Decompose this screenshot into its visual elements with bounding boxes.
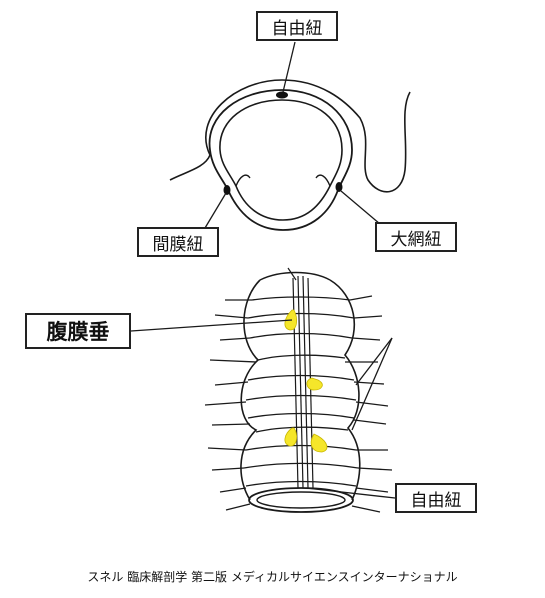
colon-lumen-inner	[256, 491, 346, 509]
leader-lower-tenia	[305, 487, 396, 499]
label-mesocolic-tenia: 間膜紐	[137, 227, 219, 257]
colon-wall-outer	[208, 89, 353, 231]
peritoneum-outer-line	[169, 79, 411, 193]
haustra-dimple-left	[235, 174, 251, 187]
label-free-tenia-top: 自由紐	[256, 11, 338, 41]
appendix-3	[284, 427, 298, 447]
leader-top	[282, 41, 296, 93]
colon-wall-inner	[219, 99, 343, 221]
leader-right-upper	[355, 337, 393, 386]
source-caption: スネル 臨床解剖学 第二版 メディカルサイエンスインターナショナル	[87, 570, 458, 584]
colon-external-view	[204, 271, 393, 513]
tenia-dot-left	[223, 185, 231, 195]
colon-lumen-outer	[248, 487, 354, 513]
leader-appendices	[130, 319, 293, 332]
appendix-2	[306, 377, 323, 391]
colon-right-outline	[329, 279, 361, 501]
tenia-top-tip	[287, 267, 297, 281]
colon-cross-section	[169, 79, 411, 231]
tenia-dot-top	[276, 91, 288, 99]
haustra-dimple-right	[315, 174, 331, 187]
leader-right	[340, 190, 381, 225]
appendix-4	[310, 433, 328, 453]
label-appendices-epiploicae: 腹膜垂	[25, 313, 131, 349]
tenia-dot-right	[335, 182, 343, 192]
label-free-tenia-lower: 自由紐	[395, 483, 477, 513]
colon-top-edge	[259, 271, 331, 281]
leader-right-lower	[351, 337, 393, 431]
label-omental-tenia: 大網紐	[375, 222, 457, 252]
colon-left-outline	[240, 279, 261, 501]
leader-left	[204, 192, 227, 229]
